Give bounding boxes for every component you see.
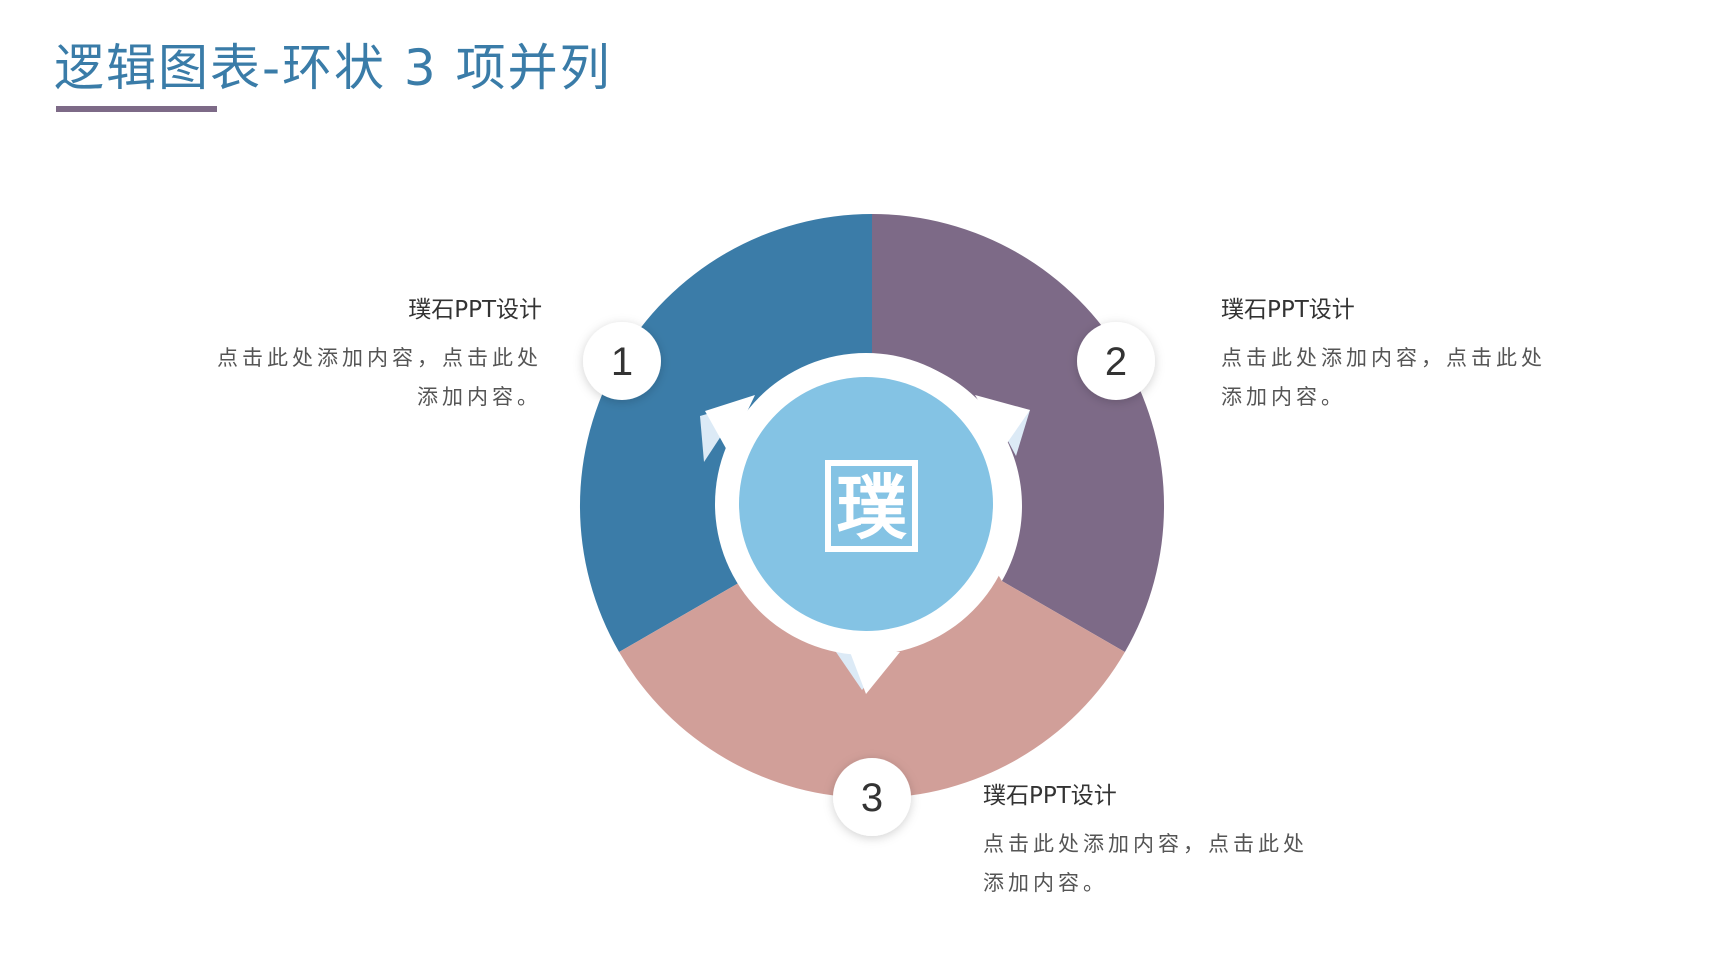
badge-2-number: 2 (1105, 340, 1127, 384)
badge-1-number: 1 (611, 340, 633, 384)
item-1-title: 璞石PPT设计 (408, 297, 542, 323)
item-2-desc: 点击此处添加内容，点击此处 添加内容。 (1221, 339, 1581, 417)
item-3-desc-line1: 点击此处添加内容，点击此处 (983, 832, 1308, 856)
item-2-text: 璞石PPT设计 点击此处添加内容，点击此处 添加内容。 (1221, 295, 1581, 417)
item-2-title: 璞石PPT设计 (1221, 297, 1355, 323)
pointer-right (975, 395, 1030, 446)
badge-3-number: 3 (861, 776, 883, 820)
badge-3 (833, 758, 911, 836)
item-1-desc: 点击此处添加内容，点击此处 添加内容。 (170, 339, 542, 417)
item-1-desc-line1: 点击此处添加内容，点击此处 (217, 346, 542, 370)
page-title: 逻辑图表-环状 3 项并列 (54, 39, 612, 97)
item-2-desc-line1: 点击此处添加内容，点击此处 (1221, 346, 1546, 370)
item-3-title: 璞石PPT设计 (983, 783, 1117, 809)
pointer-bottom (850, 652, 900, 694)
logo-icon: 璞 (837, 467, 908, 549)
badge-2 (1077, 322, 1155, 400)
pointer-left (705, 395, 755, 452)
hub-center (739, 377, 993, 631)
item-3-text: 璞石PPT设计 点击此处添加内容，点击此处 添加内容。 (983, 781, 1343, 903)
title-underline (56, 106, 217, 112)
item-1-desc-line2: 添加内容。 (417, 385, 542, 409)
logo-frame (825, 460, 918, 552)
badge-1 (583, 322, 661, 400)
item-2-desc-line2: 添加内容。 (1221, 385, 1346, 409)
item-3-desc: 点击此处添加内容，点击此处 添加内容。 (983, 825, 1343, 903)
item-3-desc-line2: 添加内容。 (983, 871, 1108, 895)
item-1-text: 璞石PPT设计 点击此处添加内容，点击此处 添加内容。 (170, 295, 542, 417)
